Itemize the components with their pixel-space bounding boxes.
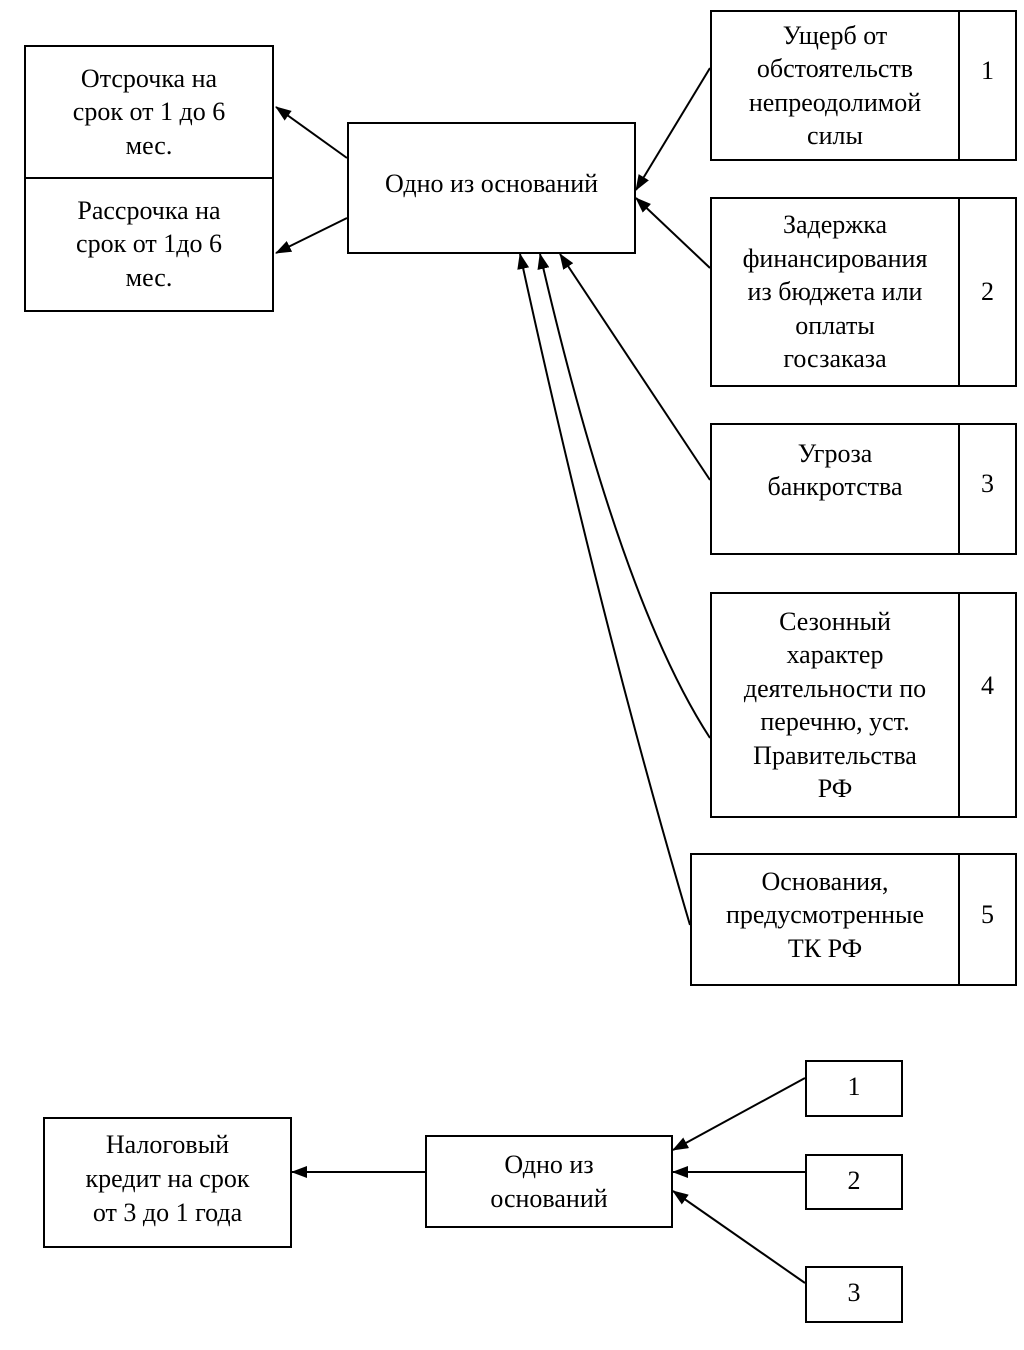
arrow-to-otsrochka	[275, 106, 348, 159]
ground-5-sep	[958, 853, 960, 986]
center-node	[347, 122, 636, 254]
ground-4-sep	[958, 592, 960, 818]
ground-1-sep	[958, 10, 960, 161]
ground-2-number: 2	[981, 277, 994, 307]
tax-credit-box	[43, 1117, 292, 1248]
ground-1-label: Ущерб от обстоятельств непреодолимой сил…	[748, 20, 922, 151]
bottom-center-label: Одно из оснований	[490, 1149, 608, 1213]
bottom-center-node	[425, 1135, 673, 1228]
arrow-from-ground-3	[559, 253, 711, 481]
ground-4-number: 4	[981, 671, 994, 701]
arrow-from-num-1	[672, 1077, 806, 1151]
arrow-from-num-3	[672, 1190, 806, 1284]
bottom-num-1: 1	[847, 1072, 861, 1102]
ground-3-box	[710, 423, 1017, 555]
ground-1-number: 1	[981, 55, 994, 85]
ground-5-box	[690, 853, 1017, 986]
bottom-num-2: 2	[847, 1166, 861, 1196]
tax-credit-label: Налоговый кредит на срок от 3 до 1 года	[85, 1130, 250, 1227]
ground-5-number: 5	[981, 900, 994, 930]
bottom-num-2-box	[805, 1154, 903, 1210]
ground-3-number: 3	[981, 469, 994, 499]
ground-2-sep	[958, 197, 960, 387]
ground-2-box	[710, 197, 1017, 387]
ground-1-box	[710, 10, 1017, 161]
bottom-num-3-box	[805, 1266, 903, 1323]
ground-4-box	[710, 592, 1017, 818]
ground-3-sep	[958, 423, 960, 555]
arrow-to-rassrochka	[275, 217, 348, 254]
center-node-label: Одно из оснований	[384, 169, 599, 199]
ground-2-label: Задержка финансирования из бюджета или о…	[742, 210, 928, 374]
rassrochka-label: Рассрочка на срок от 1до 6 мес.	[76, 195, 222, 292]
arrow-from-ground-4	[537, 253, 711, 739]
ground-5-label: Основания, предусмотренные ТК РФ	[725, 866, 925, 963]
divider-line	[24, 177, 274, 179]
bottom-num-3: 3	[847, 1278, 861, 1308]
arrow-from-ground-1	[635, 67, 711, 191]
ground-4-label: Сезонный характер деятельности по перечн…	[743, 606, 927, 804]
arrow-from-ground-5	[517, 253, 691, 926]
otsrochka-label: Отсрочка на срок от 1 до 6 мес.	[72, 63, 226, 160]
arrow-from-ground-2	[635, 197, 711, 269]
ground-3-label: Угроза банкротства	[767, 438, 903, 502]
bottom-num-1-box	[805, 1060, 903, 1117]
